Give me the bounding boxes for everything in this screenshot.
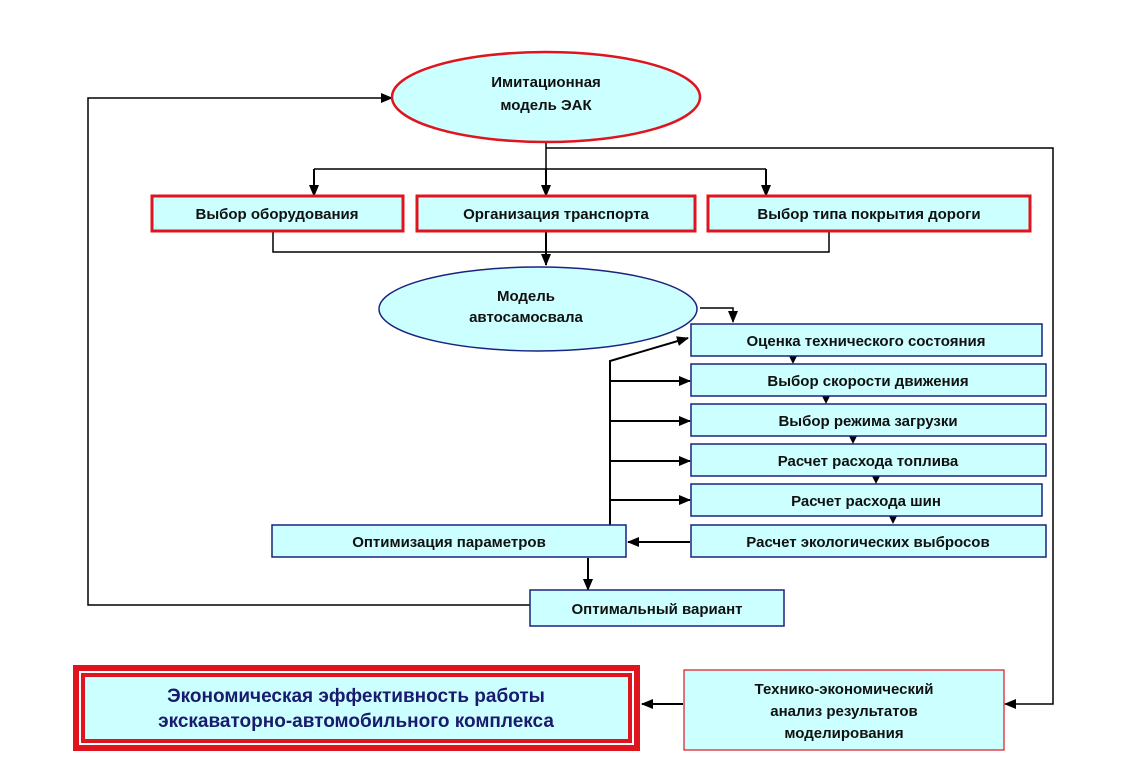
node-tech-state[interactable]: Оценка технического состояния <box>690 323 1043 357</box>
optimal-variant-label: Оптимальный вариант <box>571 601 742 618</box>
node-tech-econ-analysis[interactable]: Технико-экономический анализ результатов… <box>683 669 1005 751</box>
node-load-mode[interactable]: Выбор режима загрузки <box>690 403 1047 437</box>
imitation-model-line-2: модель ЭАК <box>500 97 592 114</box>
eco-calc-label: Расчет экологических выбросов <box>746 534 989 551</box>
right-branch-connector <box>546 147 1054 709</box>
param-opt-label: Оптимизация параметров <box>352 534 546 551</box>
node-imitation-model[interactable]: Имитационная модель ЭАК <box>390 50 702 144</box>
chain-arrow-2 <box>822 396 830 404</box>
tire-calc-label: Расчет расхода шин <box>791 493 941 510</box>
economic-efficiency-line-2: экскаваторно-автомобильного комплекса <box>158 711 554 732</box>
node-fuel-calc[interactable]: Расчет расхода топлива <box>690 443 1047 477</box>
truck-model-line-2: автосамосвала <box>469 309 583 326</box>
chain-arrow-4 <box>872 476 880 484</box>
node-road-cover[interactable]: Выбор типа покрытия дороги <box>706 194 1032 233</box>
node-transport-org[interactable]: Организация транспорта <box>415 194 697 233</box>
tech-econ-line-1: Технико-экономический <box>755 681 934 698</box>
node-optimal-variant[interactable]: Оптимальный вариант <box>529 589 785 627</box>
node-equipment-choice[interactable]: Выбор оборудования <box>150 194 405 233</box>
loop-back-connector <box>87 93 530 606</box>
economic-efficiency-line-1: Экономическая эффективность работы <box>167 686 545 707</box>
load-mode-label: Выбор режима загрузки <box>778 413 957 430</box>
node-speed-choice[interactable]: Выбор скорости движения <box>690 363 1047 397</box>
speed-choice-label: Выбор скорости движения <box>767 373 968 390</box>
equipment-choice-label: Выбор оборудования <box>195 206 358 223</box>
tech-state-label: Оценка технического состояния <box>746 333 985 350</box>
node-tire-calc[interactable]: Расчет расхода шин <box>690 483 1043 517</box>
chain-arrow-3 <box>849 436 857 444</box>
node-economic-efficiency[interactable]: Экономическая эффективность работы экска… <box>73 665 640 751</box>
node-eco-calc[interactable]: Расчет экологических выбросов <box>690 524 1047 558</box>
road-cover-label: Выбор типа покрытия дороги <box>757 206 980 223</box>
chain-arrow-1 <box>789 356 797 364</box>
imitation-model-line-1: Имитационная <box>491 74 601 91</box>
tech-econ-line-2: анализ результатов <box>770 703 918 720</box>
transport-org-label: Организация транспорта <box>463 206 649 223</box>
chain-arrow-5 <box>889 516 897 524</box>
node-truck-model[interactable]: Модель автосамосвала <box>378 266 698 352</box>
collector-bar <box>272 232 830 253</box>
fuel-calc-label: Расчет расхода топлива <box>778 453 959 470</box>
tech-econ-line-3: моделирования <box>784 725 903 742</box>
connectors <box>87 93 1054 709</box>
feedback-trunk <box>609 336 689 527</box>
node-param-opt[interactable]: Оптимизация параметров <box>271 524 627 558</box>
chain-arrows <box>789 356 897 524</box>
truck-to-tech-state-arrow <box>700 307 738 323</box>
truck-model-line-1: Модель <box>497 288 555 305</box>
